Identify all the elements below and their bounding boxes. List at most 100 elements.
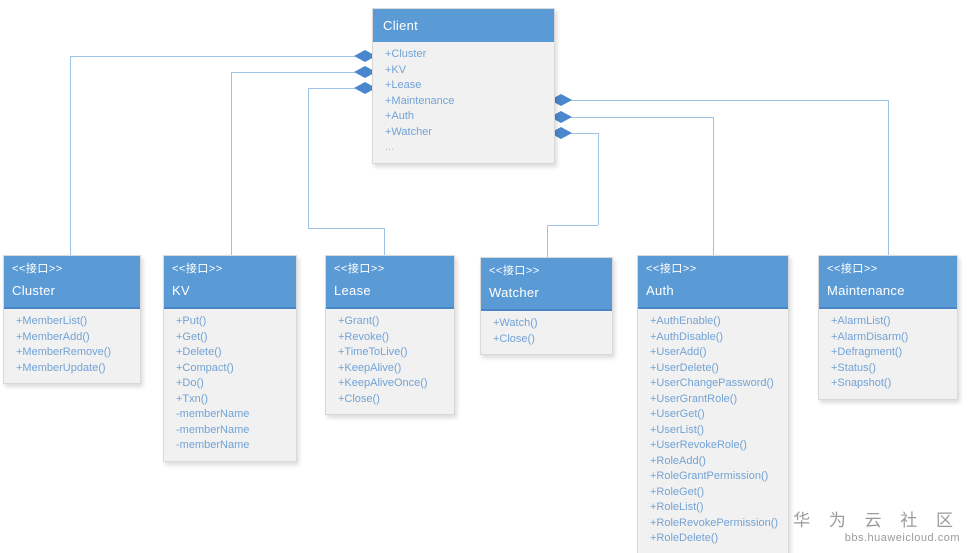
interface-box-kv: <<接口>> KV +Put() +Get() +Delete() +Compact(… xyxy=(163,255,297,462)
interface-name: KV xyxy=(172,283,190,298)
interface-member: +Snapshot() xyxy=(831,377,892,389)
interface-header-cluster: <<接口>> Cluster xyxy=(4,256,140,309)
interface-member: +UserAdd() xyxy=(650,346,707,358)
connector-line xyxy=(566,117,713,118)
interface-header-kv: <<接口>> KV xyxy=(164,256,296,309)
interface-member: +RoleGet() xyxy=(650,485,705,498)
class-header-client: Client xyxy=(373,9,554,42)
class-box-client: Client +Cluster+KV+Lease+Maintenance+Aut… xyxy=(372,8,555,164)
composition-diamond-icon xyxy=(550,94,572,106)
interface-member: -memberName xyxy=(176,439,250,451)
interface-member: +RoleGrantPermission() xyxy=(650,470,769,482)
interface-member: +Status() xyxy=(831,361,876,374)
interface-member: +Delete() xyxy=(176,346,222,358)
interface-member: +UserGet() xyxy=(650,408,705,420)
interface-member: +TimeToLive() xyxy=(338,346,408,358)
interface-members-lease: +Grant() +Revoke() +TimeToLive() +KeepAlive… xyxy=(326,309,454,414)
stereotype-label: <<接口>> xyxy=(646,263,697,275)
composition-diamond-icon xyxy=(354,66,376,78)
interface-member: +AuthDisable() xyxy=(650,330,724,343)
interface-member: +KeepAliveOnce() xyxy=(338,377,428,389)
interface-name: Auth xyxy=(646,283,674,298)
connector-line xyxy=(598,133,599,225)
watermark-url: bbs.huaweicloud.com xyxy=(844,532,960,544)
class-member: +Maintenance xyxy=(385,94,455,107)
class-member: +Cluster xyxy=(385,48,427,60)
interface-box-watcher: <<接口>> Watcher +Watch() +Close() xyxy=(480,257,613,355)
interface-member: -memberName xyxy=(176,408,250,420)
composition-diamond-icon xyxy=(550,127,572,139)
connector-line xyxy=(547,225,598,226)
interface-member: +Txn() xyxy=(176,392,209,405)
interface-member: +AlarmList() xyxy=(831,315,891,327)
interface-header-auth: <<接口>> Auth xyxy=(638,256,788,309)
interface-member: +RoleList() xyxy=(650,501,704,513)
interface-member: +Get() xyxy=(176,330,208,343)
interface-header-maintenance: <<接口>> Maintenance xyxy=(819,256,957,309)
class-member: +KV xyxy=(385,63,407,76)
interface-members-auth: +AuthEnable() +AuthDisable() +UserAdd() +Us… xyxy=(638,309,788,553)
interface-member: +MemberList() xyxy=(16,315,88,327)
interface-member: +Put() xyxy=(176,315,207,327)
connector-line xyxy=(308,228,384,229)
connector-line xyxy=(308,88,355,89)
class-member: +Watcher xyxy=(385,125,432,138)
stereotype-label: <<接口>> xyxy=(334,263,385,275)
interface-members-cluster: +MemberList() +MemberAdd() +MemberRemove()… xyxy=(4,309,140,383)
interface-member: +Revoke() xyxy=(338,330,390,343)
composition-diamond-icon xyxy=(550,111,572,123)
interface-member: +MemberRemove() xyxy=(16,346,112,358)
class-member: ... xyxy=(385,141,395,153)
interface-member: -memberName xyxy=(176,423,250,436)
connector-line xyxy=(231,72,232,255)
class-name: Client xyxy=(383,18,419,33)
interface-member: +Compact() xyxy=(176,361,234,374)
watermark: 华 为 云 社 区 bbs.huaweicloud.com xyxy=(793,511,960,545)
interface-header-lease: <<接口>> Lease xyxy=(326,256,454,309)
interface-member: +AuthEnable() xyxy=(650,315,721,327)
interface-member: +RoleDelete() xyxy=(650,532,719,544)
interface-box-maintenance: <<接口>> Maintenance +AlarmList() +AlarmDis… xyxy=(818,255,958,400)
interface-member: +UserChangePassword() xyxy=(650,377,774,389)
connector-line xyxy=(888,100,889,255)
watermark-title: 华 为 云 社 区 xyxy=(793,511,960,530)
connector-line xyxy=(70,56,355,57)
interface-name: Watcher xyxy=(489,285,540,300)
interface-member: +UserList() xyxy=(650,423,705,436)
connector-line xyxy=(308,88,309,228)
connector-line xyxy=(231,72,355,73)
connector-line xyxy=(566,133,598,134)
interface-member: +UserGrantRole() xyxy=(650,392,738,405)
interface-member: +MemberAdd() xyxy=(16,330,90,343)
interface-header-watcher: <<接口>> Watcher xyxy=(481,258,612,311)
interface-member: +MemberUpdate() xyxy=(16,361,106,374)
interface-member: +Watch() xyxy=(493,317,538,329)
composition-diamond-icon xyxy=(354,50,376,62)
interface-member: +Close() xyxy=(338,392,380,405)
interface-member: +UserRevokeRole() xyxy=(650,439,747,451)
interface-box-cluster: <<接口>> Cluster +MemberList() +MemberAdd()… xyxy=(3,255,141,384)
interface-member: +Do() xyxy=(176,377,204,389)
connector-line xyxy=(70,56,71,255)
class-members-client: +Cluster+KV+Lease+Maintenance+Auth+Watch… xyxy=(373,42,554,163)
connector-line xyxy=(566,100,888,101)
connector-line xyxy=(547,225,548,257)
stereotype-label: <<接口>> xyxy=(827,263,878,275)
connector-line xyxy=(713,117,714,255)
interface-member: +UserDelete() xyxy=(650,361,719,374)
interface-member: +Grant() xyxy=(338,315,380,327)
composition-diamond-icon xyxy=(354,82,376,94)
interface-member: +AlarmDisarm() xyxy=(831,330,909,343)
interface-member: +RoleAdd() xyxy=(650,454,706,467)
interface-members-watcher: +Watch() +Close() xyxy=(481,311,612,354)
interface-member: +RoleRevokePermission() xyxy=(650,516,779,529)
interface-members-kv: +Put() +Get() +Delete() +Compact() +Do() +Txn… xyxy=(164,309,296,461)
interface-name: Cluster xyxy=(12,283,56,298)
class-member: +Auth xyxy=(385,110,415,122)
interface-member: +Defragment() xyxy=(831,346,903,358)
connector-line xyxy=(384,228,385,255)
stereotype-label: <<接口>> xyxy=(12,263,63,275)
stereotype-label: <<接口>> xyxy=(172,263,223,275)
interface-member: +Close() xyxy=(493,332,535,345)
